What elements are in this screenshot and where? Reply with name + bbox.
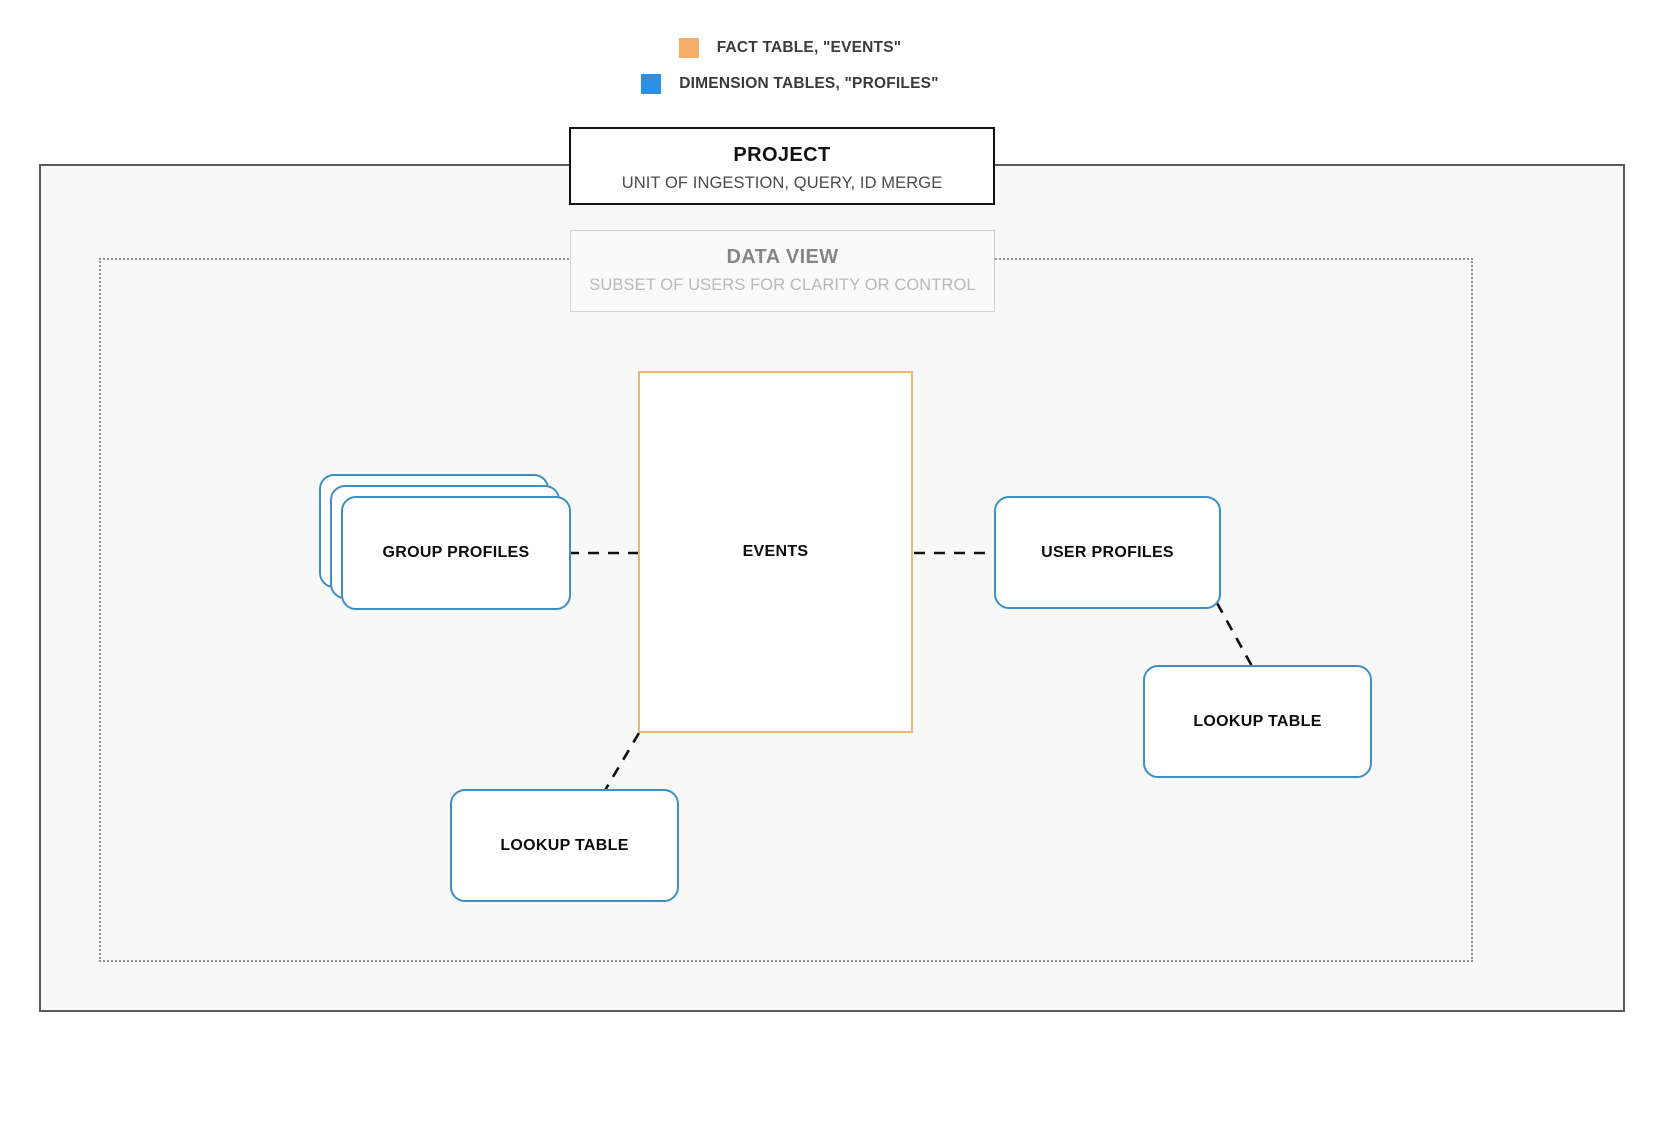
legend-label-fact-table: FACT TABLE, "EVENTS" (716, 39, 902, 56)
data-view-subtitle: SUBSET OF USERS FOR CLARITY OR CONTROL (589, 276, 976, 294)
legend-item-dimension-tables: DIMENSION TABLES, "PROFILES" (0, 66, 1664, 102)
legend-label-dimension-tables: DIMENSION TABLES, "PROFILES" (679, 75, 939, 92)
node-group-profiles-label: GROUP PROFILES (382, 544, 530, 561)
node-events[interactable]: EVENTS (638, 371, 913, 733)
legend-item-fact-table: FACT TABLE, "EVENTS" (0, 30, 1664, 66)
legend-swatch-dimension-icon (641, 74, 662, 94)
project-title: PROJECT (733, 144, 831, 166)
node-lookup-table-right[interactable]: LOOKUP TABLE (1143, 665, 1372, 778)
node-lookup-table-left-label: LOOKUP TABLE (500, 836, 629, 854)
legend: FACT TABLE, "EVENTS" DIMENSION TABLES, "… (0, 30, 1664, 102)
data-view-label-box: DATA VIEW SUBSET OF USERS FOR CLARITY OR… (570, 230, 995, 312)
node-lookup-table-left[interactable]: LOOKUP TABLE (450, 789, 679, 902)
project-subtitle: UNIT OF INGESTION, QUERY, ID MERGE (621, 174, 943, 192)
data-view-title: DATA VIEW (726, 246, 839, 268)
node-events-label: EVENTS (742, 543, 809, 560)
node-user-profiles[interactable]: USER PROFILES (994, 496, 1221, 609)
project-label-box: PROJECT UNIT OF INGESTION, QUERY, ID MER… (569, 127, 995, 205)
node-lookup-table-right-label: LOOKUP TABLE (1193, 712, 1322, 730)
node-group-profiles[interactable]: GROUP PROFILES (319, 474, 571, 610)
legend-swatch-fact-icon (678, 38, 699, 58)
node-group-profiles-card-front[interactable]: GROUP PROFILES (341, 496, 571, 610)
node-user-profiles-label: USER PROFILES (1041, 543, 1174, 561)
